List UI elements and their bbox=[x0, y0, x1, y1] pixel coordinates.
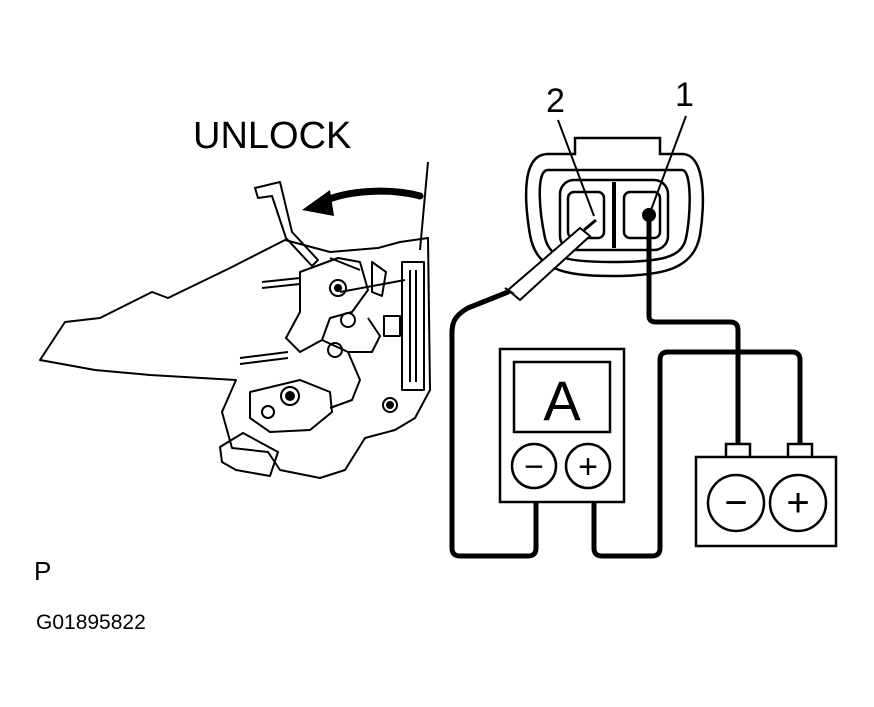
terminal-1-label: 1 bbox=[675, 76, 694, 114]
battery-plus-terminal bbox=[768, 473, 828, 533]
battery bbox=[694, 442, 838, 548]
wiring bbox=[449, 217, 803, 559]
ammeter bbox=[498, 347, 626, 504]
terminal-1-leader bbox=[650, 115, 687, 211]
ammeter-plus-label: + bbox=[578, 448, 598, 486]
unlock-arrow bbox=[302, 187, 424, 216]
ammeter-plus-terminal bbox=[564, 442, 612, 490]
battery-plus-label: + bbox=[786, 481, 809, 525]
terminal-2-label: 2 bbox=[546, 82, 565, 120]
battery-minus-terminal bbox=[706, 473, 766, 533]
ammeter-symbol: A bbox=[543, 369, 581, 432]
figure-code: G01895822 bbox=[36, 611, 146, 634]
figure-letter: P bbox=[34, 556, 52, 586]
door-lock-assembly bbox=[39, 161, 431, 479]
ammeter-minus-label: − bbox=[524, 448, 544, 486]
connector bbox=[524, 136, 705, 278]
test-probe bbox=[504, 218, 597, 302]
terminal-1-contact bbox=[642, 208, 656, 222]
unlock-label: UNLOCK bbox=[193, 115, 351, 157]
ammeter-minus-terminal bbox=[510, 442, 558, 490]
terminal-2-leader bbox=[557, 119, 595, 217]
battery-minus-label: − bbox=[724, 481, 747, 525]
